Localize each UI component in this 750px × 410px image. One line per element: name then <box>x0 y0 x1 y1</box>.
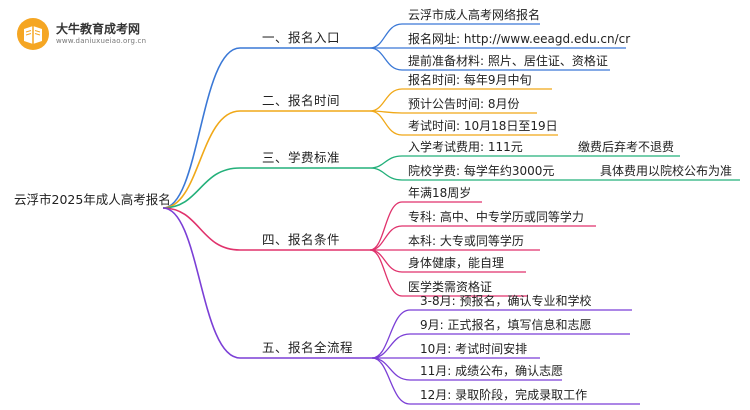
branch-label-5: 五、报名全流程 <box>262 340 354 355</box>
connector-b4-leaf-1 <box>369 201 482 251</box>
leaf-b5-4: 11月: 成绩公布，确认志愿 <box>420 364 564 378</box>
leaf-b2-2: 预计公告时间: 8月份 <box>408 97 520 111</box>
leaf-b4-3: 本科: 大专或同等学历 <box>408 234 524 248</box>
leaf-b2-1: 报名时间: 每年9月中旬 <box>408 73 532 87</box>
mindmap-root: 云浮市2025年成人高考报名 <box>14 192 171 207</box>
note-b3-1: 缴费后弃考不退费 <box>578 140 675 154</box>
connector-b5-leaf-2 <box>371 333 630 359</box>
site-logo: 大牛教育成考网 www.daniuxueiao.org.cn <box>16 17 186 51</box>
connector-b1-leaf-1 <box>369 23 540 49</box>
connector-b5-leaf-1 <box>371 309 632 359</box>
leaf-b1-1: 云浮市成人高考网络报名 <box>408 8 541 22</box>
leaf-b1-3: 提前准备材料: 照片、居住证、资格证 <box>408 54 608 68</box>
leaf-b5-5: 12月: 录取阶段，完成录取工作 <box>420 388 588 402</box>
branch-label-2: 二、报名时间 <box>262 93 341 108</box>
leaf-b4-2: 专科: 高中、中专学历或同等学力 <box>408 210 584 224</box>
connector-b5-leaf-5 <box>371 357 640 405</box>
logo-url: www.daniuxueiao.org.cn <box>56 37 147 45</box>
connector-b3-leaf-2 <box>369 167 740 181</box>
leaf-b4-1: 年满18周岁 <box>408 186 472 200</box>
leaf-b4-5: 医学类需资格证 <box>408 280 493 294</box>
leaf-b5-3: 10月: 考试时间安排 <box>420 342 528 356</box>
leaf-b5-2: 9月: 正式报名，填写信息和志愿 <box>420 318 592 332</box>
leaf-b1-2: 报名网址: http://www.eeagd.edu.cn/cr <box>408 32 631 46</box>
connector-b1-leaf-3 <box>369 47 610 71</box>
connector-root-branch-5 <box>162 207 372 359</box>
leaf-b3-2: 院校学费: 每学年约3000元 <box>408 164 555 178</box>
leaf-b2-3: 考试时间: 10月18日至19日 <box>408 119 558 133</box>
note-b3-2: 具体费用以院校公布为准 <box>600 164 733 178</box>
connector-b2-leaf-1 <box>369 88 552 112</box>
branch-label-4: 四、报名条件 <box>262 232 341 247</box>
connector-root-branch-2 <box>162 110 370 209</box>
connector-b2-leaf-2 <box>369 110 537 114</box>
branch-label-3: 三、学费标准 <box>262 150 341 165</box>
connector-root-branch-3 <box>162 167 370 209</box>
connector-root-branch-1 <box>162 47 370 209</box>
connector-b4-leaf-5 <box>369 249 528 297</box>
connector-b3-leaf-1 <box>369 155 680 169</box>
connector-b2-leaf-3 <box>369 110 558 136</box>
logo-title: 大牛教育成考网 <box>56 22 141 36</box>
connector-b4-leaf-2 <box>369 225 596 251</box>
leaf-b4-4: 身体健康，能自理 <box>408 256 505 270</box>
branch-label-1: 一、报名入口 <box>262 30 341 45</box>
leaf-b3-1: 入学考试费用: 111元 <box>408 140 523 154</box>
book-logo-icon <box>17 18 49 50</box>
leaf-b5-1: 3-8月: 预报名，确认专业和学校 <box>420 294 592 308</box>
connector-root-branch-4 <box>162 207 370 251</box>
